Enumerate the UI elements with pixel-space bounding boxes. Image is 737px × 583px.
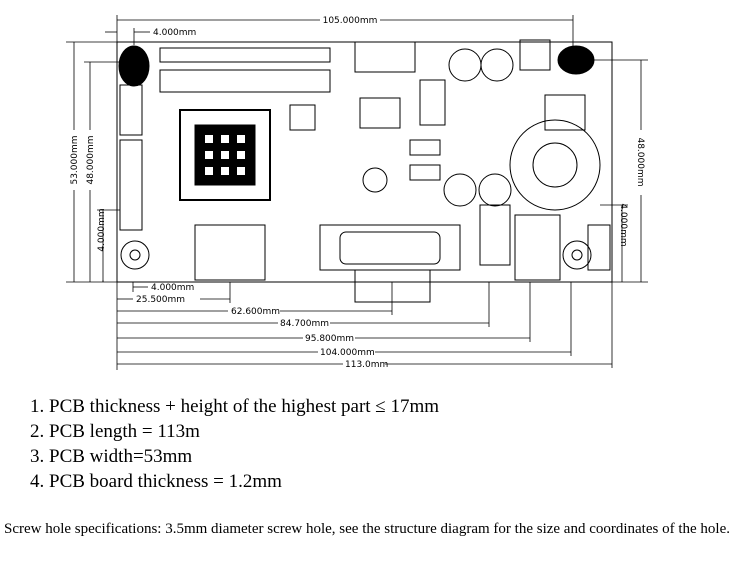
notes-list: 1. PCB thickness + height of the highest… [30,394,439,494]
dim-25-5: 25.500mm [136,295,185,305]
dim-top-4: 4.000mm [153,28,196,38]
dim-4-left: 4.000mm [97,208,107,251]
dim-113: 113.0mm [345,360,388,370]
gnd-pad-left [118,45,150,87]
pcb-dimension-drawing: GND 1GND 105.000mm 4.000mm 53.000mm 48.0… [66,15,648,370]
dim-84-7: 84.700mm [280,319,329,329]
gnd-label-right: 1GND [563,57,589,67]
gnd-label-left: GND [130,56,140,77]
left-dimensions [66,41,120,283]
dim-53: 53.000mm [70,135,80,184]
dim-48-right: 48.000mm [635,137,645,186]
top-dimensions [105,15,574,50]
dim-95-8: 95.800mm [305,334,354,344]
note-item: 4. PCB board thickness = 1.2mm [30,471,282,492]
dim-104: 104.000mm [320,348,375,358]
pcb-components [119,39,611,303]
note-item: 1. PCB thickness + height of the highest… [30,396,440,417]
dim-105: 105.000mm [323,16,378,26]
pcb-outline [116,41,613,283]
dim-48-left: 48.000mm [86,135,96,184]
dim-4-right: 4.000mm [618,203,628,246]
right-dimensions [590,59,648,283]
bottom-dimensions [116,282,613,370]
note-item: 3. PCB width=53mm [30,446,193,467]
dim-62-6: 62.600mm [231,307,280,317]
dim-bottom-4: 4.000mm [151,283,194,293]
screw-hole-spec: Screw hole specifications: 3.5mm diamete… [4,521,730,537]
note-item: 2. PCB length = 113m [30,421,200,442]
